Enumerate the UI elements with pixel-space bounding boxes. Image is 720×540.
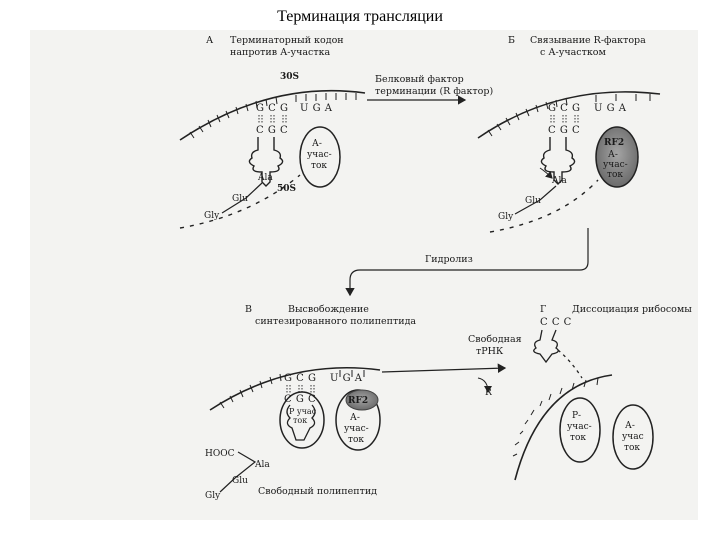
hydrolysis-hint-arrow xyxy=(539,167,553,179)
panel-v-letter: В xyxy=(245,304,252,315)
codon-gcg-b: G C G xyxy=(548,103,581,114)
anticodon-cgc: C G C xyxy=(256,125,288,136)
base-pairs xyxy=(258,115,287,124)
release-factor-caption-line1: Белковый фактор xyxy=(375,74,464,85)
b-site-label-3: ток xyxy=(607,170,623,180)
free-polypeptide-label: Свободный полипептид xyxy=(258,486,377,497)
small-subunit-outline-b xyxy=(489,179,599,233)
panel-b-caption-line1: Связывание R-фактора xyxy=(530,35,646,46)
panel-b-letter: Б xyxy=(508,35,515,46)
hydrolysis-arrow: Гидролиз xyxy=(345,228,589,297)
arrow-a-to-b: Белковый фактор терминации (R фактор) xyxy=(367,74,493,105)
v-site-label-1: А- xyxy=(350,413,360,423)
free-peptide-chain xyxy=(219,451,257,493)
mrna-strand-g xyxy=(514,374,613,481)
free-trna-end: C C C xyxy=(540,317,572,328)
panel-g-caption: Диссоциация рибосомы xyxy=(572,304,692,315)
stop-codon-uga: U G A xyxy=(300,103,333,114)
rf2-factor-v xyxy=(345,389,379,411)
trna-body xyxy=(248,137,284,187)
mrna-ticks-v xyxy=(219,370,365,409)
a-site-label-2: учас- xyxy=(307,150,332,160)
panel-g-letter: Г xyxy=(540,304,546,315)
carboxyl-terminus-label: HOOC xyxy=(205,449,235,459)
codon-gcg-v: G C G xyxy=(284,373,317,384)
p-site-oval xyxy=(279,391,325,449)
rf2-label: RF2 xyxy=(604,138,624,148)
aa-ala-b: Ala xyxy=(551,176,567,186)
dissociating-subunit-outline xyxy=(557,349,583,379)
aa-glu: Glu xyxy=(232,194,248,204)
free-trna-body xyxy=(533,329,559,364)
v-site-label-3: ток xyxy=(348,435,364,445)
aa-ala-v: Ala xyxy=(254,460,270,470)
stop-codon-uga-b: U G A xyxy=(594,103,627,114)
panel-v: В Высвобождение синтезированного полипеп… xyxy=(205,304,492,501)
trna-body-v xyxy=(286,404,316,441)
g-a-site-label-2: учас xyxy=(622,432,644,442)
scanned-figure-background xyxy=(30,30,698,520)
mrna-strand xyxy=(179,89,366,141)
base-pairs-v xyxy=(286,385,315,393)
subunit-30s-label: 30S xyxy=(280,72,299,82)
mrna-strand-v xyxy=(209,366,381,411)
aa-gly-b: Gly xyxy=(498,212,514,222)
p-site-label-2: ток xyxy=(293,416,307,425)
panel-a-caption-line1: Терминаторный кодон xyxy=(230,35,344,46)
aa-glu-v: Glu xyxy=(232,476,248,486)
a-site-label-1: А- xyxy=(312,139,322,149)
g-p-site-label-2: учас- xyxy=(567,422,592,432)
aa-gly-v: Gly xyxy=(205,491,221,501)
p-site-label-1: Р учас xyxy=(289,407,317,416)
hydrolysis-label: Гидролиз xyxy=(425,254,473,265)
rf2-label-v: RF2 xyxy=(348,396,368,406)
panel-a-caption-line2: напротив А-участка xyxy=(230,47,331,58)
release-factor-caption-line2: терминации (R фактор) xyxy=(375,86,493,97)
mrna-ticks xyxy=(189,93,357,139)
anticodon-cgc-v: C G C xyxy=(284,394,316,405)
rf-release-arrow xyxy=(477,377,492,393)
b-site-label-2: учас- xyxy=(603,160,628,170)
trna-body-b xyxy=(540,137,576,185)
v-site-label-2: учас- xyxy=(344,424,369,434)
anticodon-cgc-b: C G C xyxy=(548,125,580,136)
a-site-oval xyxy=(299,126,341,188)
aa-ala: Ala xyxy=(257,173,273,183)
stop-codon-uga-v: U G A xyxy=(330,373,363,384)
free-trna-label-2: тРНК xyxy=(476,346,504,357)
a-site-label-3: ток xyxy=(311,161,327,171)
panel-v-caption-line1: Высвобождение xyxy=(288,304,369,315)
g-p-site-label-1: Р- xyxy=(572,411,581,421)
panel-v-caption-line2: синтезированного полипептида xyxy=(255,316,416,327)
panel-a-letter: А xyxy=(206,35,214,46)
subunit-50s-label: 50S xyxy=(277,184,296,194)
peptide-chain xyxy=(221,182,263,214)
aa-gly: Gly xyxy=(204,211,220,221)
mrna-ticks-g xyxy=(512,377,599,457)
g-a-site-label-1: А- xyxy=(625,421,635,431)
codon-gcg: G C G xyxy=(256,103,289,114)
a-site-oval-g xyxy=(612,404,654,470)
b-site-label-1: А- xyxy=(608,150,618,160)
released-r-factor-label: R xyxy=(485,388,492,398)
g-p-site-label-3: ток xyxy=(570,433,586,443)
mrna-ticks-b xyxy=(487,94,651,137)
panel-b: Б Связывание R-фактора с А-участком G C … xyxy=(477,35,661,233)
panel-a: А Терминаторный кодон напротив А-участка… xyxy=(179,35,366,229)
base-pairs-b xyxy=(550,115,579,124)
panel-b-caption-line2: с А-участком xyxy=(540,47,607,58)
arrow-v-to-g xyxy=(381,363,507,374)
g-a-site-label-3: ток xyxy=(624,443,640,453)
panel-g: Г Диссоциация рибосомы Свободная тРНК C … xyxy=(468,304,692,481)
free-trna-label-1: Свободная xyxy=(468,334,522,345)
aa-glu-b: Glu xyxy=(525,196,541,206)
rf2-bound-a-site xyxy=(595,126,639,188)
slide-title: Терминация трансляции xyxy=(277,8,443,25)
peptide-chain-b xyxy=(514,185,557,215)
p-site-oval-g xyxy=(559,397,601,463)
